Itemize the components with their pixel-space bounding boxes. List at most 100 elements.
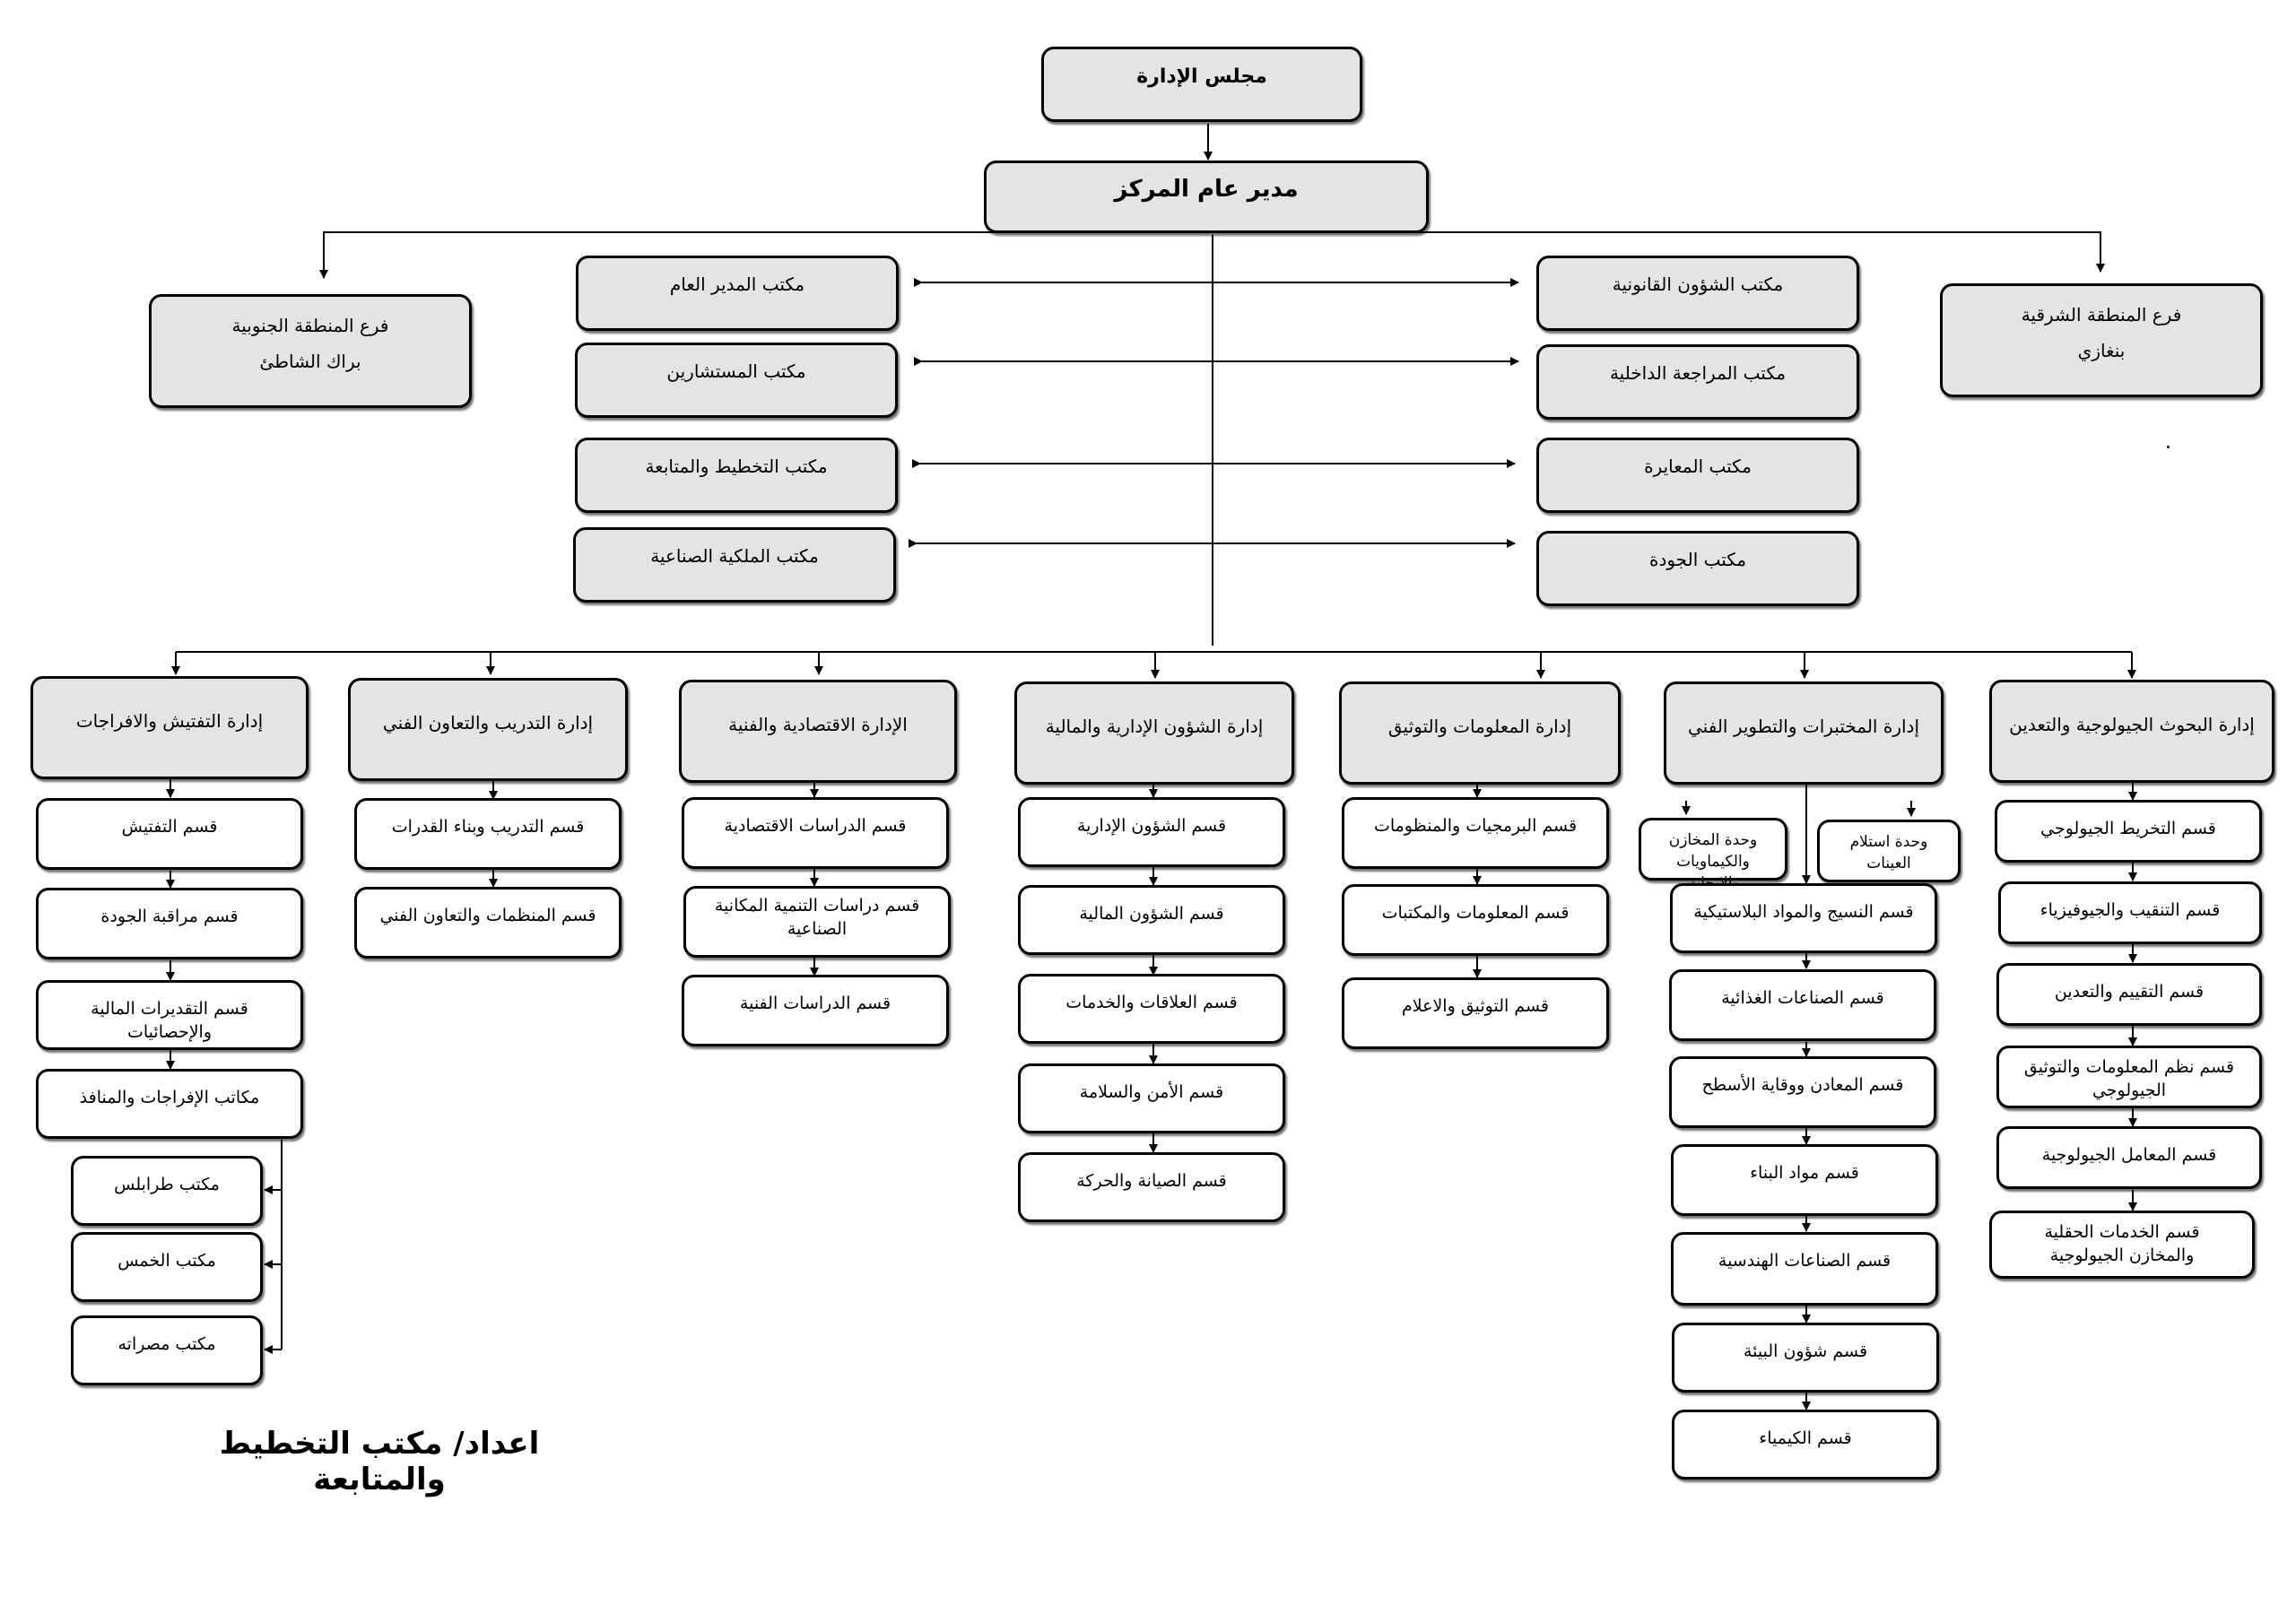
office-label: مكتب التخطيط والمتابعة: [645, 456, 828, 477]
section-label: قسم الدراسات الاقتصادية: [724, 816, 907, 836]
section-box: قسم مواد البناء: [1671, 1144, 1938, 1216]
port-office-box: مكتب مصراته: [71, 1315, 263, 1385]
section-label: قسم الشؤون الإدارية: [1076, 816, 1227, 836]
section-box: قسم التقييم والتعدين: [1996, 963, 2262, 1026]
section-label: قسم الدراسات الفنية: [739, 994, 891, 1013]
south-branch-title: فرع المنطقة الجنوبية: [231, 315, 389, 336]
dept-labs: إدارة المختبرات والتطوير الفني: [1664, 681, 1944, 785]
dept-geology: إدارة البحوث الجيولوجية والتعدين: [1989, 680, 2274, 783]
east-branch-box: فرع المنطقة الشرقية بنغازي: [1940, 283, 2263, 397]
general-manager-label: مدير عام المركز: [1114, 176, 1299, 203]
dept-title: إدارة المعلومات والتوثيق: [1387, 716, 1572, 737]
section-box: قسم المعادن ووقاية الأسطح: [1669, 1056, 1936, 1128]
port-office-label: مكتب مصراته: [117, 1334, 216, 1354]
office-label: مكتب الشؤون القانونية: [1612, 273, 1784, 295]
section-box: قسم العلاقات والخدمات: [1018, 974, 1285, 1044]
section-box: قسم الصناعات الهندسية: [1671, 1232, 1938, 1306]
section-box: قسم الأمن والسلامة: [1018, 1063, 1285, 1133]
east-branch-city: بنغازي: [2077, 340, 2126, 361]
dept-admin-finance: إدارة الشؤون الإدارية والمالية: [1014, 681, 1294, 785]
office-quality: مكتب الجودة: [1536, 531, 1859, 606]
section-label: قسم النسيج والمواد البلاستيكية: [1693, 902, 1914, 922]
section-label: قسم المعامل الجيولوجية: [2041, 1145, 2217, 1165]
dept-title: إدارة المختبرات والتطوير الفني: [1688, 716, 1919, 737]
dept-economic: الإدارة الاقتصادية والفنية: [679, 680, 957, 783]
section-box: قسم التخريط الجيولوجي: [1995, 800, 2262, 863]
section-label: قسم التخريط الجيولوجي: [2040, 819, 2216, 838]
dept-information: إدارة المعلومات والتوثيق: [1339, 681, 1621, 785]
office-planning: مكتب التخطيط والمتابعة: [575, 438, 898, 513]
prepared-by-caption: اعداد/ مكتب التخطيط والمتابعة: [219, 1426, 540, 1497]
section-label: قسم التفتيش: [121, 817, 218, 837]
office-industrial-property: مكتب الملكية الصناعية: [573, 527, 896, 603]
office-general-manager: مكتب المدير العام: [576, 256, 899, 331]
section-box: قسم البرمجيات والمنظومات: [1342, 797, 1609, 869]
section-box: قسم الدراسات الفنية: [682, 975, 949, 1046]
section-label: قسم الخدمات الحقلية والمخازن الجيولوجية: [2044, 1222, 2200, 1265]
dept-title: إدارة الشؤون الإدارية والمالية: [1045, 716, 1264, 737]
section-box: قسم المعامل الجيولوجية: [1996, 1126, 2262, 1189]
section-label: قسم الصيانة والحركة: [1076, 1171, 1227, 1191]
dept-title: الإدارة الاقتصادية والفنية: [728, 714, 908, 735]
section-box: قسم الشؤون المالية: [1018, 885, 1285, 955]
section-box: قسم المعلومات والمكتبات: [1342, 884, 1609, 956]
port-office-box: مكتب طرابلس: [71, 1156, 263, 1226]
section-box: قسم شؤون البيئة: [1672, 1323, 1939, 1393]
office-label: مكتب المدير العام: [669, 273, 805, 295]
port-office-label: مكتب طرابلس: [114, 1175, 220, 1194]
office-label: مكتب الملكية الصناعية: [650, 545, 819, 567]
section-box: قسم التنقيب والجيوفيزياء: [1998, 881, 2262, 944]
dept-training: إدارة التدريب والتعاون الفني: [348, 678, 628, 781]
section-label: قسم مراقبة الجودة: [100, 907, 239, 926]
section-box: مكاتب الإفراجات والمنافذ: [36, 1069, 303, 1139]
section-label: قسم الصناعات الهندسية: [1718, 1251, 1892, 1271]
east-branch-title: فرع المنطقة الشرقية: [2021, 304, 2182, 325]
section-box: قسم الشؤون الإدارية: [1018, 797, 1285, 867]
office-label: مكتب المعايرة: [1644, 456, 1752, 477]
section-box: قسم التوثيق والاعلام: [1342, 977, 1609, 1049]
section-label: مكاتب الإفراجات والمنافذ: [79, 1088, 260, 1107]
port-office-label: مكتب الخمس: [117, 1251, 216, 1271]
section-box: قسم التدريب وبناء القدرات: [354, 798, 622, 870]
section-label: قسم التقديرات المالية والإحصائيات: [91, 999, 248, 1042]
section-box: قسم الدراسات الاقتصادية: [682, 797, 949, 869]
section-box: قسم دراسات التنمية المكانية الصناعية: [683, 886, 951, 958]
section-box: قسم المنظمات والتعاون الفني: [354, 887, 622, 959]
section-label: قسم نظم المعلومات والتوثيق الجيولوجي: [2023, 1057, 2235, 1100]
section-box: قسم التفتيش: [36, 798, 303, 870]
section-label: قسم الأمن والسلامة: [1079, 1082, 1224, 1102]
dept-title: إدارة البحوث الجيولوجية والتعدين: [2009, 714, 2255, 735]
unit-box: وحدة استلام العينات: [1817, 820, 1961, 882]
section-label: قسم المعلومات والمكتبات: [1381, 903, 1570, 923]
section-label: قسم التدريب وبناء القدرات: [391, 817, 585, 837]
unit-label: وحدة استلام العينات: [1849, 833, 1928, 872]
office-consultants: مكتب المستشارين: [575, 343, 898, 418]
unit-box: وحدة المخازن والكيماويات والابحاث: [1639, 818, 1787, 892]
south-branch-city: براك الشاطئ: [259, 351, 361, 372]
section-box: قسم مراقبة الجودة: [36, 888, 303, 959]
section-label: قسم دراسات التنمية المكانية الصناعية: [714, 896, 920, 939]
section-box: قسم نظم المعلومات والتوثيق الجيولوجي: [1996, 1046, 2262, 1108]
office-calibration: مكتب المعايرة: [1536, 438, 1859, 513]
section-box: قسم التقديرات المالية والإحصائيات: [36, 980, 303, 1050]
section-label: قسم العلاقات والخدمات: [1065, 993, 1238, 1012]
office-label: مكتب الجودة: [1648, 549, 1747, 570]
section-label: قسم المنظمات والتعاون الفني: [379, 906, 596, 925]
stray-dot: [2167, 446, 2170, 448]
dept-title: إدارة التفتيش والافراجات: [75, 710, 264, 732]
general-manager-box: مدير عام المركز: [984, 161, 1429, 233]
section-label: قسم شؤون البيئة: [1743, 1341, 1868, 1361]
section-box: قسم الصيانة والحركة: [1018, 1152, 1285, 1222]
section-label: قسم التوثيق والاعلام: [1402, 996, 1549, 1016]
south-branch-box: فرع المنطقة الجنوبية براك الشاطئ: [149, 294, 472, 408]
board-label: مجلس الإدارة: [1136, 65, 1267, 88]
dept-title: إدارة التدريب والتعاون الفني: [382, 712, 594, 733]
section-label: قسم التقييم والتعدين: [2054, 982, 2205, 1002]
section-box: قسم النسيج والمواد البلاستيكية: [1670, 883, 1937, 953]
section-label: قسم مواد البناء: [1750, 1163, 1859, 1183]
section-label: قسم الشؤون المالية: [1079, 904, 1224, 924]
dept-inspection: إدارة التفتيش والافراجات: [30, 676, 309, 779]
section-label: قسم الكيمياء: [1759, 1428, 1852, 1448]
office-internal-audit: مكتب المراجعة الداخلية: [1536, 344, 1859, 420]
